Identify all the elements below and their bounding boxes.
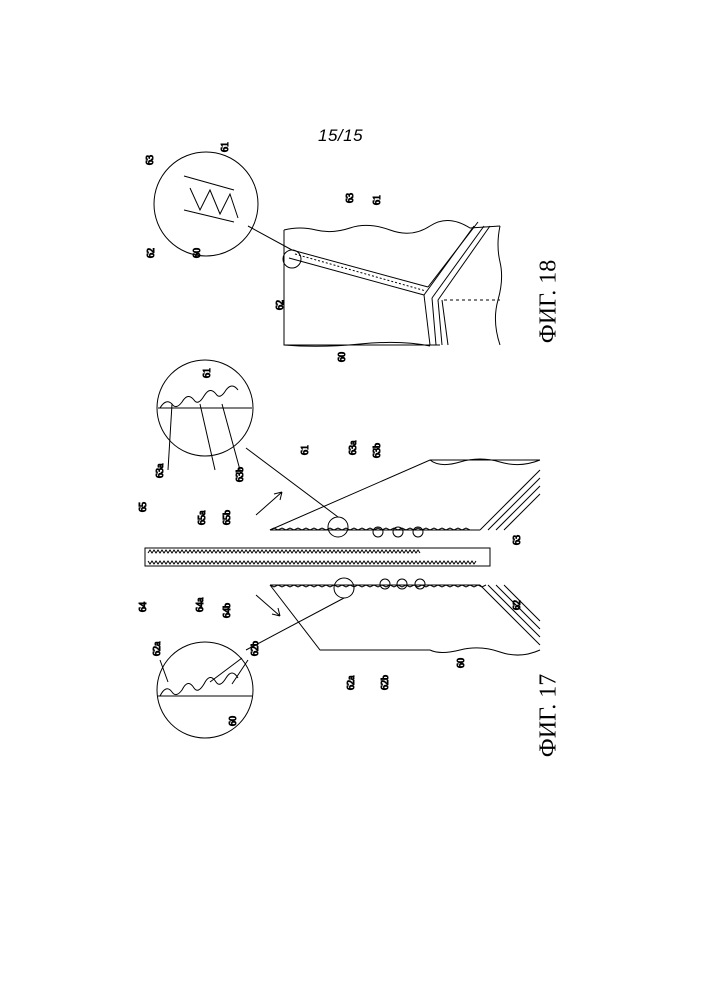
svg-text:61: 61 bbox=[202, 368, 213, 378]
svg-text:63: 63 bbox=[512, 535, 523, 545]
svg-text:62b: 62b bbox=[250, 641, 261, 656]
svg-text:63a: 63a bbox=[155, 463, 166, 478]
fig18-drawing bbox=[154, 152, 502, 346]
svg-text:62a: 62a bbox=[346, 675, 357, 690]
svg-text:64a: 64a bbox=[195, 597, 206, 612]
svg-text:65a: 65a bbox=[197, 510, 208, 525]
svg-text:63b: 63b bbox=[235, 467, 246, 482]
svg-text:61: 61 bbox=[220, 142, 231, 152]
svg-text:65b: 65b bbox=[222, 510, 233, 525]
svg-text:63: 63 bbox=[145, 155, 156, 165]
svg-text:63b: 63b bbox=[372, 443, 383, 458]
svg-text:62a: 62a bbox=[152, 641, 163, 656]
fig17-drawing bbox=[145, 360, 540, 738]
svg-text:62: 62 bbox=[146, 248, 157, 258]
svg-text:64: 64 bbox=[138, 602, 149, 612]
svg-text:61: 61 bbox=[300, 445, 311, 455]
svg-text:63: 63 bbox=[345, 193, 356, 203]
svg-text:60: 60 bbox=[228, 716, 239, 726]
svg-text:63a: 63a bbox=[348, 440, 359, 455]
svg-text:60: 60 bbox=[456, 658, 467, 668]
svg-text:62: 62 bbox=[512, 600, 523, 610]
fig18-labels: 60 61 63 62 63 61 62 60 bbox=[145, 142, 383, 362]
svg-text:61: 61 bbox=[372, 195, 383, 205]
svg-text:62b: 62b bbox=[380, 675, 391, 690]
svg-text:64b: 64b bbox=[222, 603, 233, 618]
svg-text:60: 60 bbox=[192, 248, 203, 258]
svg-text:65: 65 bbox=[138, 502, 149, 512]
svg-text:60: 60 bbox=[337, 352, 348, 362]
svg-text:62: 62 bbox=[275, 300, 286, 310]
fig17-labels: 61 63a 63b 63 62 65 65a 65b 64 64a 64b 6… bbox=[138, 368, 523, 726]
